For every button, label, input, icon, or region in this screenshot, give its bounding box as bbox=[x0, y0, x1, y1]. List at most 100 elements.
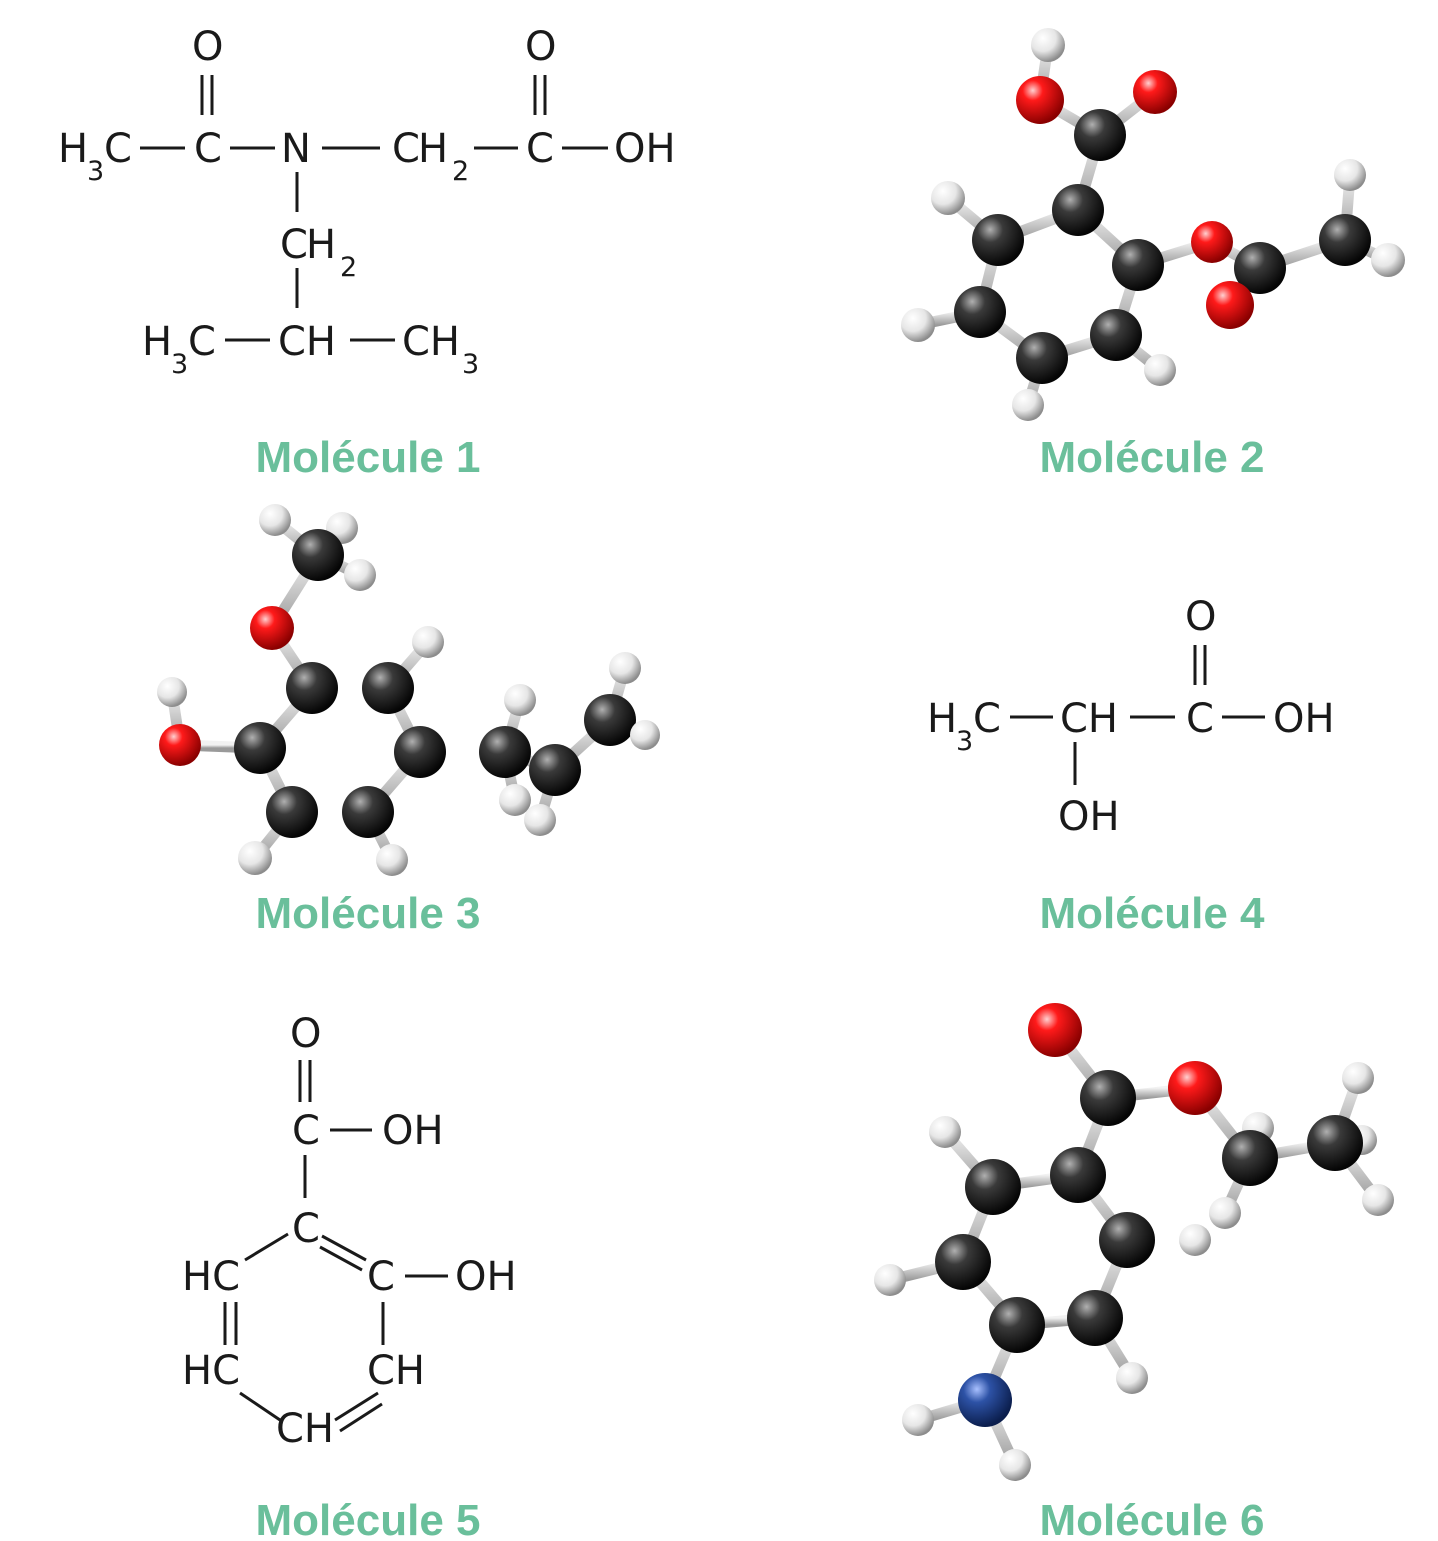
oxygen-atom bbox=[159, 724, 201, 766]
hydrogen-atom bbox=[1362, 1184, 1394, 1216]
caption-molecule-5: Molécule 5 bbox=[256, 1496, 481, 1541]
atom-h: H bbox=[306, 222, 336, 268]
carbon-atom bbox=[342, 786, 394, 838]
atoms bbox=[901, 28, 1405, 421]
hydrogen-atom bbox=[1144, 354, 1176, 386]
hydrogen-atom bbox=[929, 1116, 961, 1148]
subscript: 2 bbox=[452, 156, 469, 187]
atom-n: N bbox=[281, 126, 311, 172]
atom-c: C bbox=[1186, 696, 1214, 742]
carbon-atom bbox=[1112, 239, 1164, 291]
carbon-atom bbox=[1067, 1290, 1123, 1346]
hydrogen-atom bbox=[259, 504, 291, 536]
atom-o: O bbox=[192, 24, 223, 70]
atom-c: C bbox=[280, 222, 308, 268]
carbon-atom bbox=[1307, 1115, 1363, 1171]
hydrogen-atom bbox=[344, 559, 376, 591]
hydrogen-atom bbox=[630, 720, 660, 750]
hydrogen-atom bbox=[902, 1404, 934, 1436]
atom-ch: CH bbox=[1060, 696, 1118, 742]
atom-oh: OH bbox=[1273, 696, 1335, 742]
hydrogen-atom bbox=[1371, 243, 1405, 277]
atom-oh: OH bbox=[614, 126, 676, 172]
hydrogen-atom bbox=[1031, 28, 1065, 62]
atom-h: H bbox=[142, 319, 172, 365]
atom-o: O bbox=[525, 24, 556, 70]
atom-h: H bbox=[927, 696, 957, 742]
carbon-atom bbox=[286, 662, 338, 714]
hydrogen-atom bbox=[376, 844, 408, 876]
atom-c: C bbox=[526, 126, 554, 172]
carbon-atom bbox=[584, 694, 636, 746]
atom-ch: CH bbox=[278, 319, 336, 365]
subscript: 2 bbox=[340, 252, 357, 283]
atom-hc: HC bbox=[182, 1348, 240, 1394]
hydrogen-atom bbox=[609, 652, 641, 684]
atom-oh: OH bbox=[1058, 794, 1120, 840]
atom-ch: CH bbox=[367, 1348, 425, 1394]
oxygen-atom bbox=[1133, 70, 1177, 114]
carbon-atom bbox=[1090, 309, 1142, 361]
hydrogen-atom bbox=[1209, 1197, 1241, 1229]
nitrogen-atom bbox=[958, 1373, 1012, 1427]
molecule-5-structure: O C OH C HC C OH HC CH CH bbox=[182, 1011, 517, 1452]
atoms bbox=[157, 504, 660, 876]
atom-h: H bbox=[58, 126, 88, 172]
hydrogen-atom bbox=[1012, 389, 1044, 421]
carbon-atom bbox=[1234, 242, 1286, 294]
caption-molecule-1: Molécule 1 bbox=[256, 433, 481, 482]
atom-c: C bbox=[973, 696, 1001, 742]
subscript: 3 bbox=[956, 726, 973, 757]
carbon-atom bbox=[1080, 1070, 1136, 1126]
atom-c: C bbox=[392, 126, 420, 172]
hydrogen-atom bbox=[1334, 159, 1366, 191]
caption-molecule-3: Molécule 3 bbox=[256, 889, 481, 938]
oxygen-atom bbox=[250, 606, 294, 650]
carbon-atom bbox=[989, 1297, 1045, 1353]
atom-ch: CH bbox=[402, 319, 460, 365]
carbon-atom bbox=[965, 1159, 1021, 1215]
atoms bbox=[874, 1003, 1394, 1481]
carbon-atom bbox=[292, 529, 344, 581]
carbon-atom bbox=[529, 744, 581, 796]
atom-h: H bbox=[418, 126, 448, 172]
carbon-atom bbox=[954, 286, 1006, 338]
oxygen-atom bbox=[1191, 221, 1233, 263]
subscript: 3 bbox=[87, 156, 104, 187]
hydrogen-atom bbox=[1179, 1224, 1211, 1256]
hydrogen-atom bbox=[157, 677, 187, 707]
hydrogen-atom bbox=[901, 308, 935, 342]
carbon-atom bbox=[1099, 1212, 1155, 1268]
caption-molecule-2: Molécule 2 bbox=[1040, 433, 1265, 482]
atom-oh: OH bbox=[455, 1254, 517, 1300]
molecule-2-model bbox=[901, 28, 1405, 421]
hydrogen-atom bbox=[504, 684, 536, 716]
caption-molecule-6: Molécule 6 bbox=[1040, 1496, 1265, 1541]
carbon-atom bbox=[266, 786, 318, 838]
atom-hc: HC bbox=[182, 1254, 240, 1300]
caption-molecule-4: Molécule 4 bbox=[1040, 889, 1265, 938]
subscript: 3 bbox=[462, 349, 479, 380]
hydrogen-atom bbox=[412, 626, 444, 658]
atom-c: C bbox=[194, 126, 222, 172]
hydrogen-atom bbox=[499, 784, 531, 816]
molecule-4-structure: O H 3 C CH C OH OH bbox=[927, 594, 1335, 840]
carbon-atom bbox=[1074, 109, 1126, 161]
molecule-6-model bbox=[874, 1003, 1394, 1481]
hydrogen-atom bbox=[238, 841, 272, 875]
atom-ch: CH bbox=[276, 1406, 334, 1452]
atom-c: C bbox=[292, 1206, 320, 1252]
carbon-atom bbox=[1050, 1147, 1106, 1203]
atom-o: O bbox=[1185, 594, 1216, 640]
oxygen-atom bbox=[1206, 281, 1254, 329]
carbon-atom bbox=[479, 726, 531, 778]
carbon-atom bbox=[1016, 332, 1068, 384]
oxygen-atom bbox=[1168, 1061, 1222, 1115]
molecule-3-model bbox=[157, 504, 660, 876]
molecule-1-structure: O O H 3 C C N C H 2 C OH C H 2 H 3 C CH … bbox=[58, 24, 676, 380]
carbon-atom bbox=[972, 214, 1024, 266]
carbon-atom bbox=[935, 1234, 991, 1290]
atom-o: O bbox=[290, 1011, 321, 1057]
atom-c: C bbox=[367, 1254, 395, 1300]
